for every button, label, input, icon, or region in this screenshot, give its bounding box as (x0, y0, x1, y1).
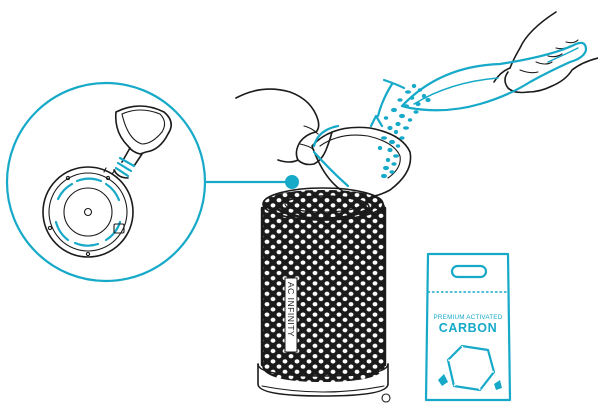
bag-title: CARBON (439, 321, 497, 335)
carbon-pellet (413, 110, 418, 113)
carbon-pellet (381, 136, 387, 139)
small-funnel-icon (114, 106, 171, 178)
carbon-pellet (387, 148, 392, 152)
filter-canister: AC INFINITY (258, 188, 390, 402)
carbon-pellet (387, 126, 392, 130)
carbon-pellet (391, 162, 396, 165)
carbon-pellet (418, 88, 422, 91)
right-hand-with-scoop (402, 12, 598, 110)
carbon-pellet (386, 158, 390, 162)
carbon-pellet (389, 170, 394, 173)
carbon-pellet (405, 90, 411, 93)
left-hand (236, 89, 332, 164)
carbon-pellet (391, 108, 397, 112)
carbon-chunk-icon (438, 346, 502, 390)
carbon-pellet (422, 94, 426, 98)
carbon-pellet (415, 102, 420, 106)
carbon-pellet (393, 154, 399, 157)
filter-cap-top-view (43, 167, 133, 257)
carbon-pellet (383, 166, 389, 170)
carbon-pellet (396, 144, 400, 147)
carbon-pellet (412, 84, 416, 88)
callout-dot (285, 175, 299, 189)
carbon-pellet (403, 104, 409, 107)
carbon-bag: PREMIUM ACTIVATED CARBON (426, 254, 510, 400)
brand-label: AC INFINITY (286, 282, 296, 337)
carbon-pellet (408, 118, 412, 121)
carbon-pellets (378, 84, 431, 178)
carbon-pellet (425, 98, 430, 102)
carbon-pellet (399, 114, 405, 118)
bag-handle-hole (452, 266, 486, 277)
carbon-pellet (389, 140, 395, 144)
carbon-pellet (381, 174, 387, 178)
carbon-pellet (394, 130, 398, 134)
carbon-pellet (397, 98, 402, 101)
carbon-pellet (378, 146, 382, 150)
carbon-pellet (395, 122, 400, 126)
callout-circle (7, 83, 205, 281)
bag-subtitle: PREMIUM ACTIVATED (434, 314, 503, 321)
detail-callout (7, 83, 299, 281)
carbon-pellet (403, 126, 409, 129)
carbon-pellet (399, 136, 404, 139)
carbon-pellet (384, 116, 388, 119)
carbon-pellet (410, 96, 414, 99)
